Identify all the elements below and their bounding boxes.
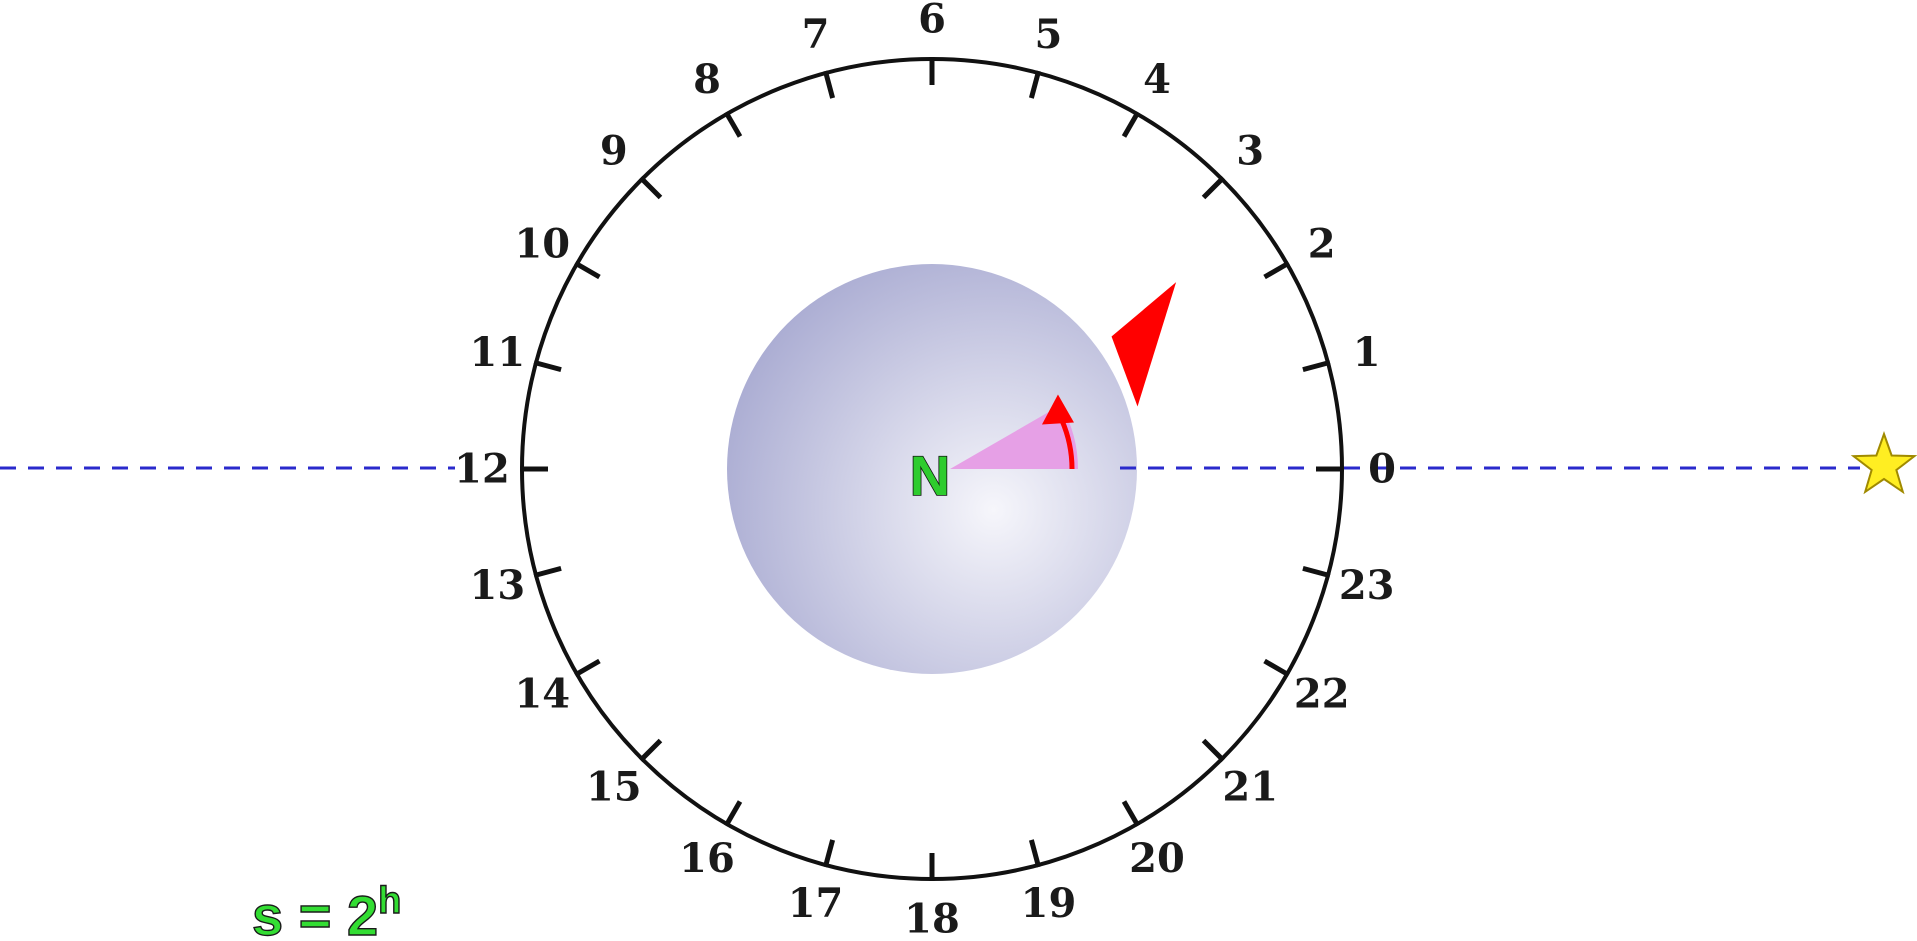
hour-tick: [638, 738, 663, 763]
red-triangle-icon: [1111, 282, 1177, 407]
hour-label: 0: [1368, 446, 1396, 493]
hour-tick: [1028, 839, 1042, 868]
hour-label: 23: [1339, 562, 1395, 609]
hour-tick: [723, 110, 743, 138]
hour-label: 15: [586, 764, 642, 811]
hour-label: 9: [600, 127, 628, 174]
pole-label: N: [910, 444, 950, 507]
hour-tick: [573, 260, 601, 280]
hour-tick: [573, 658, 601, 678]
hour-label: 11: [469, 329, 525, 376]
hour-tick: [1302, 359, 1331, 373]
hour-tick: [533, 359, 562, 373]
earth-globe: [727, 264, 1137, 674]
hour-tick: [1302, 565, 1331, 579]
hour-label: 21: [1222, 764, 1278, 811]
hour-label: 1: [1353, 329, 1381, 376]
formula-text: s = 2: [251, 884, 379, 941]
hour-label: 10: [514, 221, 570, 268]
hour-tick: [1121, 800, 1141, 828]
hour-ticks: [520, 57, 1344, 881]
star-icon: [1850, 431, 1917, 495]
hour-label: 7: [802, 11, 830, 58]
hour-tick: [1263, 260, 1291, 280]
hour-label: 19: [1021, 880, 1077, 927]
hour-tick: [1121, 110, 1141, 138]
hour-label: 12: [454, 446, 510, 493]
hour-label: 5: [1035, 11, 1063, 58]
hour-label: 22: [1294, 671, 1350, 718]
hour-label: 2: [1308, 221, 1336, 268]
hour-label: 17: [788, 880, 844, 927]
hour-tick: [1201, 738, 1226, 763]
hour-label: 20: [1129, 835, 1185, 882]
hour-tick: [822, 839, 836, 868]
hour-label: 3: [1236, 127, 1264, 174]
hour-label: 6: [918, 0, 946, 43]
arc-arrowhead-icon: [1041, 394, 1074, 425]
hour-tick: [1263, 658, 1291, 678]
hour-label: 13: [469, 562, 525, 609]
hour-tick: [533, 565, 562, 579]
formula-superscript: h: [377, 880, 402, 922]
hour-tick: [638, 175, 663, 200]
hour-label: 4: [1143, 56, 1171, 103]
hour-label: 16: [679, 835, 735, 882]
hour-tick: [822, 70, 836, 99]
hour-label: 8: [693, 56, 721, 103]
hour-tick: [1201, 175, 1226, 200]
hour-angle-formula: s = 2h: [251, 881, 402, 941]
hour-label: 18: [904, 896, 960, 941]
hour-label: 14: [514, 671, 570, 718]
hour-tick: [723, 800, 743, 828]
hour-tick: [1028, 70, 1042, 99]
